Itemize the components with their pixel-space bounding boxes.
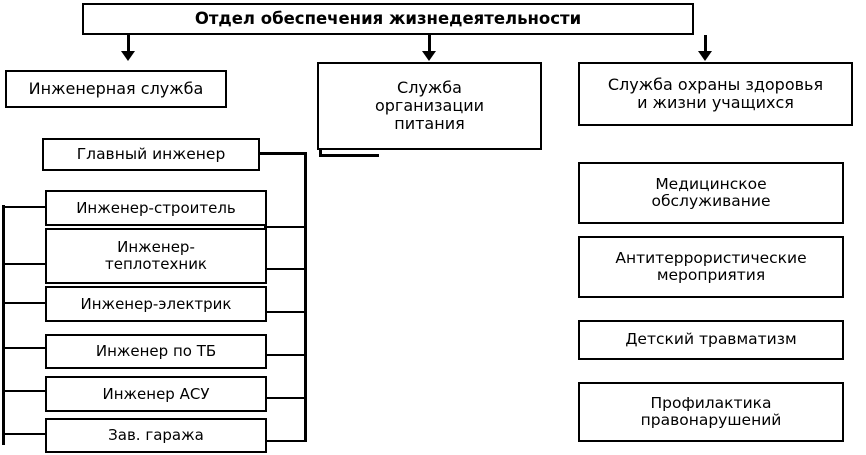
- node-engineer-electric: Инженер-электрик: [45, 286, 267, 322]
- node-engineer-heat: Инженер- теплотехник: [45, 228, 267, 284]
- connector-left-stub-heat: [2, 263, 46, 265]
- connector-left-stub-safety: [2, 347, 46, 349]
- connector-catering-turn: [319, 154, 379, 157]
- arrow-down-icon-engineering: [121, 51, 135, 61]
- connector-right-stub-acs: [264, 397, 306, 399]
- connector-right-stub-builder: [264, 226, 306, 228]
- node-garage-manager: Зав. гаража: [45, 418, 267, 453]
- node-antiterror-measures: Антитеррористические мероприятия: [578, 236, 844, 298]
- connector-right-stub-garage: [264, 440, 306, 442]
- node-child-injuries: Детский травматизм: [578, 320, 844, 360]
- node-health-safety-service: Служба охраны здоровья и жизни учащихся: [578, 62, 853, 126]
- node-engineer-acs: Инженер АСУ: [45, 376, 267, 412]
- connector-title-to-engineering: [127, 35, 130, 53]
- connector-left-stub-builder: [2, 206, 46, 208]
- connector-title-to-catering: [428, 35, 431, 53]
- connector-right-spine: [304, 152, 307, 442]
- connector-chief-engineer-right: [260, 152, 307, 155]
- node-chief-engineer: Главный инженер: [42, 138, 260, 171]
- connector-title-to-health: [704, 35, 707, 53]
- connector-left-spine: [2, 205, 5, 445]
- arrow-down-icon-catering: [422, 51, 436, 61]
- arrow-down-icon-health: [698, 51, 712, 61]
- node-offence-prevention: Профилактика правонарушений: [578, 382, 844, 442]
- node-engineer-builder: Инженер-строитель: [45, 190, 267, 226]
- connector-left-stub-electric: [2, 302, 46, 304]
- connector-left-stub-garage: [2, 433, 46, 435]
- node-engineering-service: Инженерная служба: [5, 70, 227, 108]
- node-medical-service: Медицинское обслуживание: [578, 162, 844, 224]
- node-department-title: Отдел обеспечения жизнедеятельности: [82, 3, 694, 35]
- node-engineer-safety: Инженер по ТБ: [45, 334, 267, 369]
- connector-left-stub-acs: [2, 390, 46, 392]
- node-catering-service: Служба организации питания: [317, 62, 542, 150]
- connector-right-stub-safety: [264, 354, 306, 356]
- connector-right-stub-heat: [264, 268, 306, 270]
- connector-right-stub-electric: [264, 311, 306, 313]
